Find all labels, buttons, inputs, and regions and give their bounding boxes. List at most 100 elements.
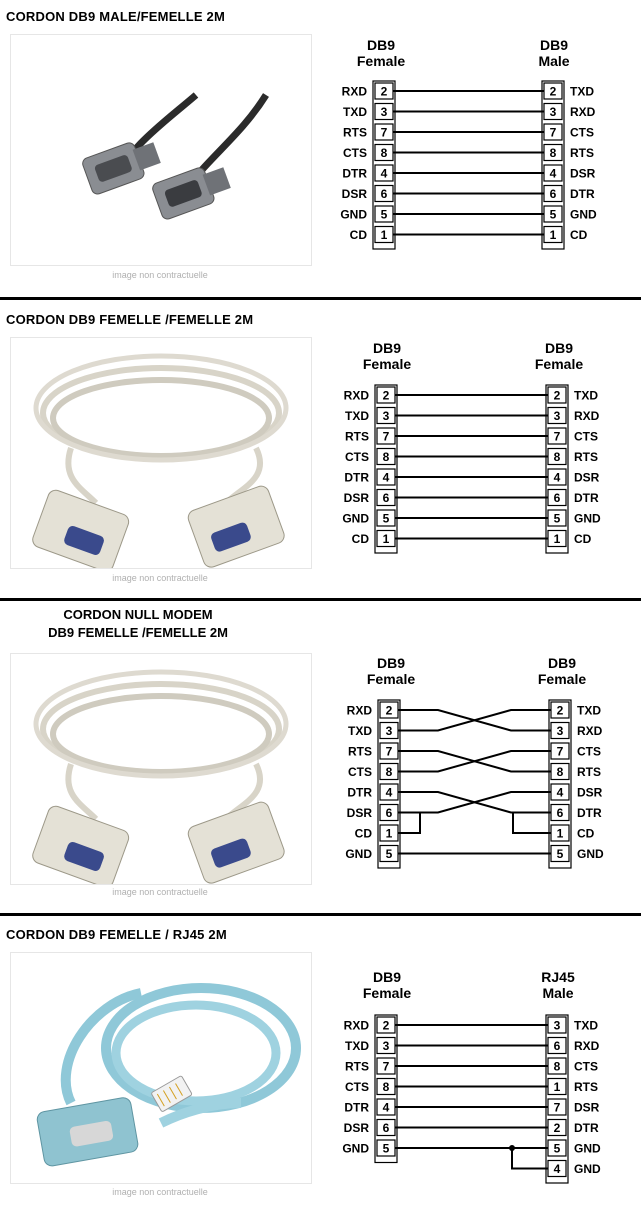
cable-photo <box>10 34 312 266</box>
left-pin-label: RTS <box>343 126 367 140</box>
cable-photo <box>10 337 312 569</box>
left-pin-number: 7 <box>383 430 390 444</box>
right-pin-number: 3 <box>557 724 564 738</box>
right-pin-label: DSR <box>570 167 596 181</box>
cable-photo <box>10 653 312 885</box>
left-pin-label: CTS <box>345 450 369 464</box>
left-pin-label: GND <box>340 208 367 222</box>
left-pin-label: DSR <box>342 187 368 201</box>
right-connector-header: DB9 Male <box>538 37 570 69</box>
right-pin-number: 8 <box>554 450 561 464</box>
right-pin-number: 2 <box>550 85 557 99</box>
right-pin-number: 2 <box>554 389 561 403</box>
right-pin-number: 4 <box>554 1162 561 1176</box>
section-divider <box>0 297 641 300</box>
right-pin-label: CD <box>574 532 592 546</box>
left-pin-number: 2 <box>386 704 393 718</box>
left-pin-number: 4 <box>383 471 390 485</box>
left-pin-label: CTS <box>343 146 367 160</box>
image-caption: image non contractuelle <box>112 1187 208 1197</box>
left-pin-number: 4 <box>386 786 393 800</box>
section-divider <box>0 913 641 916</box>
right-connector-shell <box>541 80 565 250</box>
section-divider <box>0 598 641 601</box>
left-pin-label: DSR <box>344 1121 370 1135</box>
left-pin-label: RXD <box>347 704 373 718</box>
left-pin-number: 5 <box>386 847 393 861</box>
left-pin-label: RTS <box>348 745 372 759</box>
left-connector-header: DB9 Female <box>362 340 412 372</box>
beige-cable-image <box>32 669 289 884</box>
section-db9-male-female: CORDON DB9 MALE/FEMELLE 2M image non con… <box>0 0 641 300</box>
left-pin-number: 2 <box>381 85 388 99</box>
left-pin-label: CD <box>350 228 368 242</box>
left-pin-label: TXD <box>345 409 369 423</box>
right-pin-number: 7 <box>557 745 564 759</box>
right-connector-header: RJ45 Male <box>541 969 575 1001</box>
right-pin-label: GND <box>577 847 604 861</box>
ground-branch-wire <box>511 1148 548 1170</box>
cable-photo <box>10 952 312 1184</box>
left-pin-number: 8 <box>386 765 393 779</box>
right-pin-number: 6 <box>550 187 557 201</box>
right-pin-number: 8 <box>550 146 557 160</box>
left-pin-label: RTS <box>345 430 369 444</box>
left-connector-shell <box>374 384 398 554</box>
right-pin-label: DSR <box>574 471 600 485</box>
crossed-wire <box>398 791 551 814</box>
left-pin-label: DTR <box>342 167 367 181</box>
right-pin-number: 1 <box>557 827 564 841</box>
left-pin-number: 5 <box>383 512 390 526</box>
right-pin-label: CD <box>577 827 595 841</box>
right-pin-number: 2 <box>557 704 564 718</box>
right-pin-label: TXD <box>574 389 598 403</box>
right-pin-label: RXD <box>574 1039 600 1053</box>
right-pin-label: CTS <box>574 430 598 444</box>
loopback-wire <box>398 811 421 834</box>
right-pin-label: CTS <box>574 1060 598 1074</box>
right-pin-label: DSR <box>577 786 603 800</box>
left-pin-number: 2 <box>383 389 390 403</box>
right-pin-number: 5 <box>557 847 564 861</box>
beige-cable-image <box>32 353 289 568</box>
right-pin-number: 5 <box>550 208 557 222</box>
left-connector-header: DB9 Female <box>362 969 412 1001</box>
left-pin-number: 4 <box>381 167 388 181</box>
right-pin-number: 3 <box>550 105 557 119</box>
left-pin-number: 3 <box>383 409 390 423</box>
right-pin-label: RTS <box>577 765 601 779</box>
left-pin-label: DTR <box>344 1101 369 1115</box>
junction-dot <box>509 1145 515 1151</box>
right-pin-number: 6 <box>557 806 564 820</box>
right-pin-label: RTS <box>574 450 598 464</box>
left-pin-label: CD <box>355 827 373 841</box>
left-pin-number: 8 <box>381 146 388 160</box>
left-pin-label: CD <box>352 532 370 546</box>
left-pin-label: GND <box>345 847 372 861</box>
right-pin-label: CD <box>570 228 588 242</box>
right-pin-number: 1 <box>554 532 561 546</box>
left-pin-number: 7 <box>386 745 393 759</box>
db9-cable-image <box>82 92 269 220</box>
section-db9-female-female: CORDON DB9 FEMELLE /FEMELLE 2M image non… <box>0 300 641 600</box>
left-pin-label: RTS <box>345 1060 369 1074</box>
right-pin-number: 3 <box>554 409 561 423</box>
right-pin-label: RXD <box>570 105 596 119</box>
right-pin-number: 5 <box>554 512 561 526</box>
image-caption: image non contractuelle <box>112 887 208 897</box>
right-pin-label: RXD <box>577 724 603 738</box>
left-pin-label: CTS <box>348 765 372 779</box>
loopback-wire <box>512 811 551 834</box>
left-connector-shell <box>377 699 401 869</box>
right-pin-label: DTR <box>574 491 599 505</box>
left-connector-shell <box>374 1014 398 1164</box>
right-pin-label: TXD <box>577 704 601 718</box>
left-pin-number: 1 <box>381 228 388 242</box>
right-pin-number: 6 <box>554 491 561 505</box>
left-connector-header: DB9 Female <box>356 37 406 69</box>
left-pin-label: DTR <box>344 471 369 485</box>
